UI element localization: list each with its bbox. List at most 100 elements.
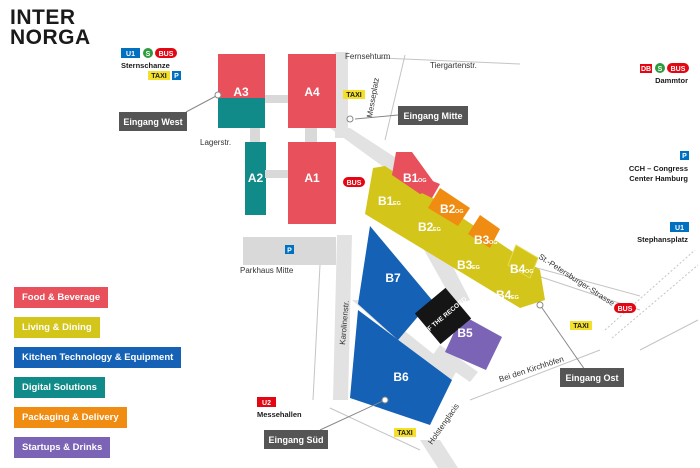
- street-messeplatz: Messeplatz: [365, 77, 381, 118]
- u1-badge-sternschanze-label: U1: [126, 51, 135, 58]
- u2-badge-messehallen-label: U2: [262, 400, 271, 407]
- entrance-sued-box[interactable]: [264, 430, 328, 449]
- hall-b2-og[interactable]: [428, 188, 470, 226]
- legend-item-packaging-delivery[interactable]: Packaging & Delivery: [14, 407, 127, 428]
- hall-b3-eg-floor: EG: [472, 265, 480, 271]
- taxi-badge-south-label: TAXI: [397, 430, 412, 437]
- hall-b3-og-floor: OG: [489, 240, 498, 246]
- hall-b-yellow-main[interactable]: [365, 166, 545, 308]
- hall-a3-digital[interactable]: [218, 98, 265, 128]
- hall-a3[interactable]: [218, 54, 265, 98]
- road-holstenglacis: [420, 440, 458, 468]
- entrance-west-dot: [214, 91, 222, 99]
- hall-a2[interactable]: [245, 142, 266, 215]
- halls-a: A3 A4 A2 A1: [218, 54, 336, 224]
- street-kirchhoefen: Bei den Kirchhöfen: [498, 354, 565, 383]
- street-line-stephans: [639, 319, 699, 351]
- entrance-sued-line: [319, 399, 386, 431]
- taxi-badge-east-label: TAXI: [573, 323, 588, 330]
- sbahn-icon-dammtor: [655, 63, 665, 73]
- hall-b1-og-annex[interactable]: [422, 180, 440, 198]
- parking-badge-sternschanze-label: P: [174, 73, 179, 80]
- legend-row: Living & Dining: [14, 317, 174, 347]
- entrance-ost-line: [539, 304, 586, 371]
- street-lagerstr: Lagerstr.: [200, 138, 231, 147]
- sbahn-icon-sternschanze-label: S: [146, 51, 151, 58]
- hall-b3-og[interactable]: [468, 215, 500, 248]
- legend-item-startups-drinks[interactable]: Startups & Drinks: [14, 437, 111, 458]
- legend-item-food-beverage[interactable]: Food & Beverage: [14, 287, 109, 308]
- entrance-west-line: [185, 94, 219, 113]
- internorga-logo: INTER NORGA: [10, 6, 91, 48]
- hall-b2-eg-floor: EG: [433, 227, 441, 233]
- hall-b2-og-floor: OG: [455, 209, 464, 215]
- bus-badge-dammtor: [667, 63, 689, 73]
- hall-b4-og[interactable]: [507, 244, 539, 279]
- street-karolinenstr: Karolinenstr.: [338, 300, 351, 345]
- taxi-badge-messeplatz: [343, 90, 365, 99]
- taxi-badge-east: [570, 321, 592, 330]
- sbahn-icon-sternschanze: [143, 48, 153, 58]
- hall-b2-og-label: B2: [440, 202, 456, 216]
- entrance-ost-label: Eingang Ost: [565, 373, 618, 383]
- parking-badge-cch: [680, 151, 689, 160]
- hall-b4-eg-label: B4: [496, 288, 512, 302]
- bus-badge-stpeters-label: BUS: [618, 306, 633, 313]
- entrance-ost-dot: [536, 301, 544, 309]
- cch-line-1: CCH – Congress: [629, 164, 688, 173]
- taxi-badge-sternschanze-label: TAXI: [151, 73, 166, 80]
- hall-a-connector-2: [265, 170, 288, 178]
- taxi-badge-messeplatz-label: TAXI: [346, 92, 361, 99]
- halls-b: OFF THE RECORD B7 B6 B5 B1 OG B1 EG B2 O…: [350, 152, 545, 425]
- hall-b4-og-floor: OG: [525, 269, 534, 275]
- legend-row: Food & Beverage: [14, 287, 174, 317]
- hall-b4-og-label: B4: [510, 262, 526, 276]
- hall-b4-eg-floor: EG: [511, 295, 519, 301]
- off-the-record-badge[interactable]: [414, 287, 472, 345]
- hall-b5[interactable]: [445, 315, 502, 370]
- legend-row: Packaging & Delivery: [14, 407, 174, 437]
- transit-sternschanze: U1 S BUS Sternschanze TAXI P: [121, 48, 181, 80]
- road-b6-connector: [432, 345, 478, 382]
- legend-item-living-dining[interactable]: Living & Dining: [14, 317, 100, 338]
- hall-b6[interactable]: [350, 310, 452, 425]
- hall-b1-eg-floor: EG: [393, 201, 401, 207]
- street-line-south: [329, 407, 421, 451]
- hall-b7-label: B7: [385, 271, 401, 285]
- hall-b3-og-label: B3: [474, 233, 490, 247]
- bus-badge-sternschanze-label: BUS: [159, 51, 174, 58]
- road-karolinen: [333, 235, 352, 400]
- hall-b3-eg-label: B3: [457, 258, 473, 272]
- legend-item-digital-solutions[interactable]: Digital Solutions: [14, 377, 105, 398]
- street-stpetersburger: St.-Petersburger-Strasse: [537, 252, 617, 308]
- hall-b1-eg-label: B1: [378, 194, 394, 208]
- db-badge-dammtor: [640, 64, 652, 73]
- legend-row: Startups & Drinks: [14, 437, 174, 467]
- legend-item-kitchen-technology-equipment[interactable]: Kitchen Technology & Equipment: [14, 347, 182, 368]
- street-tiergartenstr: Tiergartenstr.: [430, 61, 477, 70]
- legend-row: Digital Solutions: [14, 377, 174, 407]
- hall-a4[interactable]: [288, 54, 336, 128]
- entrance-mitte-box[interactable]: [398, 106, 468, 125]
- hall-b6-label: B6: [393, 370, 409, 384]
- parking-badge-cch-label: P: [682, 153, 687, 160]
- hall-a-connector-1: [265, 95, 288, 103]
- u1-badge-stephansplatz: [670, 222, 689, 232]
- taxi-badge-south: [394, 428, 416, 437]
- hall-b2-eg-label: B2: [418, 220, 434, 234]
- bus-badge-a1: [343, 177, 365, 187]
- entrance-sued-label: Eingang Süd: [269, 435, 324, 445]
- street-fernsehturm: Fernsehturm: [345, 52, 391, 61]
- db-badge-dammtor-label: DB: [641, 66, 651, 73]
- hall-b7[interactable]: [358, 226, 432, 340]
- entrance-west-box[interactable]: [119, 112, 187, 131]
- street-line-tiergarten: [379, 57, 521, 65]
- entrance-sued-dot: [381, 396, 389, 404]
- station-dammtor: Dammtor: [655, 76, 688, 85]
- hall-b1-og[interactable]: [392, 152, 438, 194]
- entrance-ost-box[interactable]: [560, 368, 624, 387]
- logo-line-1: INTER: [10, 6, 76, 29]
- hall-a1[interactable]: [288, 142, 336, 224]
- entrance-mitte-label: Eingang Mitte: [404, 111, 463, 121]
